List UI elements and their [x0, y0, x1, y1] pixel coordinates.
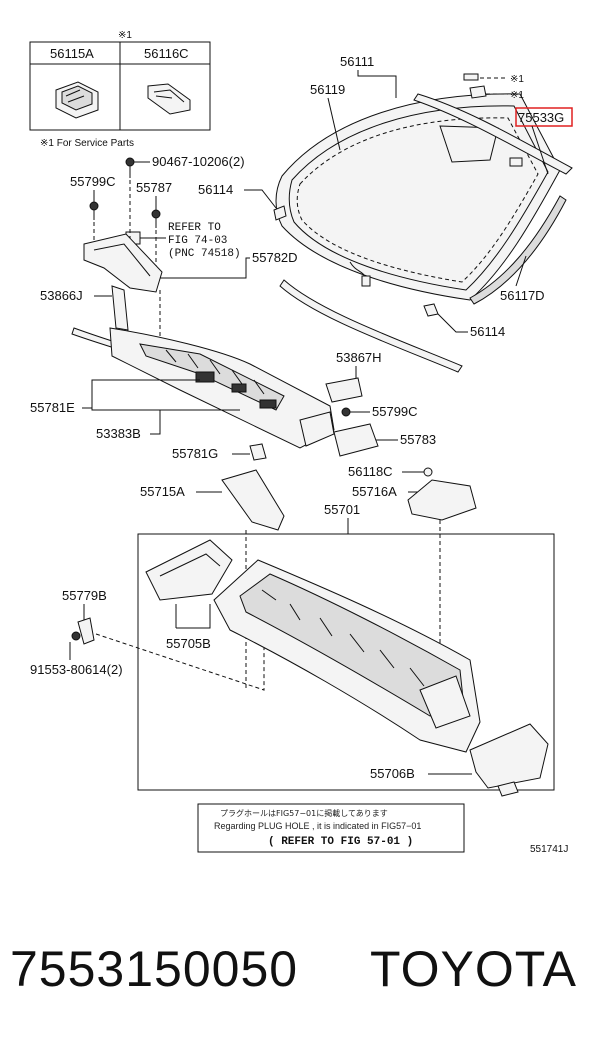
label-55706B: 55706B — [370, 766, 415, 781]
label-53867H: 53867H — [336, 350, 382, 365]
clip-55787-drawing — [151, 209, 161, 228]
bracket-56116C-drawing — [147, 83, 191, 115]
label-91553: 91553-80614(2) — [30, 662, 123, 677]
clip-56118C-drawing — [423, 467, 433, 477]
bracket-55705B-drawing — [145, 539, 233, 601]
screw-55799C-drawing — [89, 201, 99, 220]
leader-75533G — [531, 125, 549, 175]
leader-55705B — [175, 604, 211, 629]
brand-name: TOYOTA — [370, 941, 577, 997]
highlight-box — [515, 107, 573, 127]
label-55781E: 55781E — [30, 400, 75, 415]
label-56118C: 56118C — [348, 464, 393, 479]
service-parts-note: ※1 For Service Parts — [40, 138, 134, 149]
part-label-56115A: 56115A — [50, 46, 94, 61]
bracket-56115A-drawing — [55, 81, 99, 119]
label-56114-bottom: 56114 — [470, 324, 505, 339]
label-90467: 90467-10206(2) — [152, 154, 245, 169]
label-55779B: 55779B — [62, 588, 107, 603]
leader-56119 — [327, 97, 341, 151]
label-55716A: 55716A — [352, 484, 397, 499]
label-55799C-mid: 55799C — [372, 404, 418, 419]
bolt-91553-drawing — [71, 631, 81, 641]
diagram-code: 551741J — [530, 844, 568, 855]
refer-line-3: (PNC 74518) — [168, 248, 241, 260]
refer-line-2: FIG 74-03 — [168, 235, 227, 247]
plug-hole-note: プラグホールはFIG57−01に掲載してあります Regarding PLUG … — [197, 803, 465, 853]
leader-56111 — [357, 70, 397, 98]
label-55715A: 55715A — [140, 484, 185, 499]
bracket-55783-drawing — [333, 423, 379, 457]
note-text-jp: プラグホールはFIG57−01に掲載してあります — [220, 808, 388, 818]
cowl-louver-drawing — [109, 327, 335, 449]
label-55782D: 55782D — [252, 250, 298, 265]
label-53383B: 53383B — [96, 426, 141, 441]
clip-55781G-drawing — [249, 443, 267, 461]
label-55705B: 55705B — [166, 636, 211, 651]
bracket-55716A-drawing — [407, 479, 477, 521]
service-part-clip-drawing — [463, 73, 479, 81]
clip-56114-bottom-drawing — [423, 303, 439, 317]
service-parts-marker: ※1 — [118, 30, 132, 41]
molding-side-drawing — [469, 195, 567, 305]
seal-53866J-drawing — [111, 285, 129, 331]
bracket-55782D-detail — [93, 243, 151, 277]
service-parts-panel: ※1 56115A 56116C ※1 For Service Parts — [29, 30, 211, 149]
highlighted-part-label: 75533G — [515, 107, 573, 127]
molding-bottom-drawing — [279, 279, 463, 373]
bracket-55706B-drawing — [469, 723, 549, 789]
note-text-ref: ( REFER TO FIG 57-01 ) — [268, 836, 413, 848]
leader-56114-bottom — [437, 313, 468, 333]
seal-53867H-drawing — [325, 377, 363, 403]
cowl-panel-55701-drawing — [213, 559, 481, 753]
leader-56117D — [515, 255, 527, 287]
dashed-guide — [95, 633, 265, 691]
cowl-panel-frame — [137, 533, 555, 791]
service-part-clip-drawing — [469, 85, 487, 99]
leader-55781E — [82, 379, 200, 409]
note-box — [197, 803, 465, 853]
screw-55799C-mid-drawing — [341, 407, 351, 417]
label-55783: 55783 — [400, 432, 436, 447]
label-53866J: 53866J — [40, 288, 83, 303]
part-label-56116C: 56116C — [144, 46, 189, 61]
label-56114-top: 56114 — [198, 182, 233, 197]
note-text-en: Regarding PLUG HOLE , it is indicated in… — [214, 821, 421, 831]
screw-90467-drawing — [125, 157, 135, 178]
bracket-55705B-detail — [159, 553, 221, 577]
windshield-glass-drawing — [275, 93, 561, 301]
clip-56114-top-drawing — [273, 205, 287, 221]
label-55799C-top: 55799C — [70, 174, 116, 189]
leader-55782D — [158, 257, 250, 279]
bracket-55715A-drawing — [221, 469, 285, 531]
bracket-55782D-drawing — [83, 233, 163, 293]
label-55781G: 55781G — [172, 446, 218, 461]
leader-53383B — [150, 409, 240, 435]
molding-top-drawing — [413, 93, 573, 175]
service-marker-1: ※1 — [510, 74, 524, 85]
refer-line-1: REFER TO — [168, 222, 221, 234]
label-56119: 56119 — [310, 82, 345, 97]
label-56117D: 56117D — [500, 288, 545, 303]
label-75533G: 75533G — [518, 110, 564, 125]
bracket-55779B-drawing — [77, 617, 95, 645]
service-marker-2: ※1 — [510, 90, 524, 101]
clip-55706B-drawing — [497, 781, 519, 797]
label-55787: 55787 — [136, 180, 172, 195]
label-56111: 56111 — [340, 54, 374, 69]
part-number: 7553150050 — [10, 941, 299, 997]
label-55701: 55701 — [324, 502, 360, 517]
leader-56114-top — [244, 189, 277, 209]
